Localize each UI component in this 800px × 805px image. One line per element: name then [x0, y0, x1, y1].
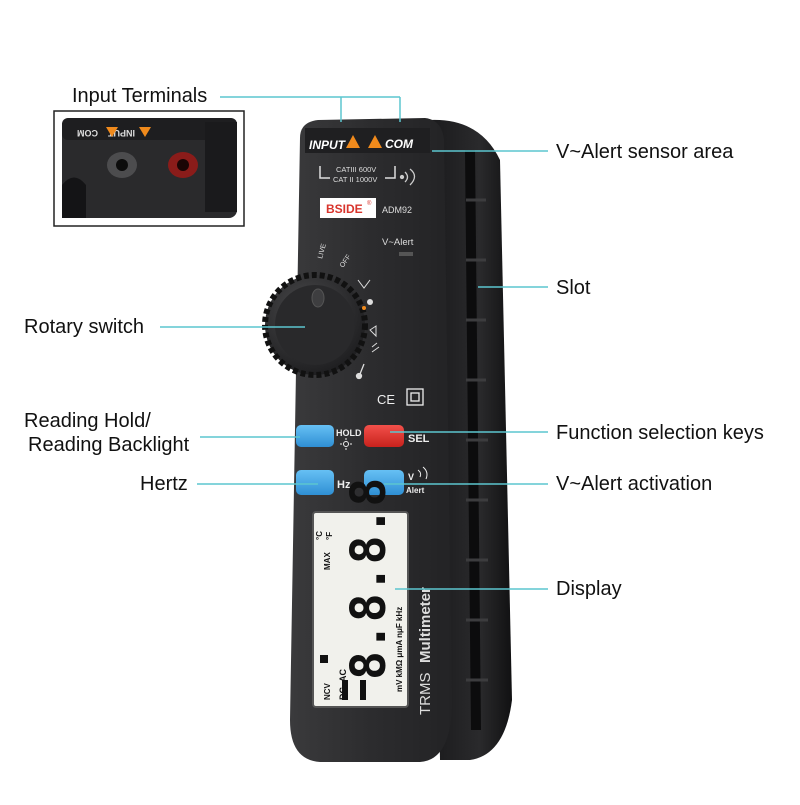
warning-icon: [346, 135, 360, 148]
lcd-units-row: mV kMΩ μmA nμF kHz: [395, 607, 404, 692]
dial-live-label: LIVE: [317, 243, 328, 260]
com-label: COM: [385, 137, 414, 151]
inset-terminals-photo: INPUT COM: [53, 110, 245, 227]
lcd-hold-icon: [320, 655, 328, 663]
label-reading-hold-line1: Reading Hold/: [24, 410, 151, 432]
label-rotary-switch: Rotary switch: [24, 316, 145, 338]
ce-mark: CE: [377, 392, 395, 407]
lcd-ncv-indicator: NCV: [323, 682, 332, 700]
label-function-selection-keys: Function selection keys: [556, 422, 764, 444]
hold-key-label: HOLD: [336, 428, 362, 438]
brand-name: BSIDE: [326, 202, 363, 216]
label-reading-hold-line2: Reading Backlight: [28, 434, 190, 456]
trms-side-text: TRMS: [417, 673, 434, 716]
ncv-wave-icon: [399, 168, 416, 186]
inset-input-text: INPUT: [107, 128, 135, 138]
valert-key-alert-label: Alert: [406, 486, 425, 495]
dial-voltage-icon: [357, 279, 371, 289]
lcd-celsius-indicator: °C: [315, 531, 324, 540]
dial-resistance-icon: [362, 299, 373, 310]
lcd-fahrenheit-indicator: °F: [325, 532, 334, 540]
valert-led: [399, 252, 413, 256]
cat-rating-line2: CAT II 1000V: [333, 175, 377, 184]
input-label: INPUT: [309, 138, 347, 152]
double-insulation-icon: [406, 388, 424, 406]
brand-registered-mark: ®: [367, 200, 372, 207]
warning-icon: [106, 127, 118, 137]
backlight-sun-icon: [340, 438, 352, 450]
valert-indicator-label: V~Alert: [382, 237, 414, 248]
lcd-bar-segment: [342, 680, 348, 700]
label-input-terminals: Input Terminals: [72, 85, 208, 107]
brand-badge: [320, 198, 376, 218]
lcd-max-indicator: MAX: [323, 552, 332, 570]
lcd-ac-indicator: AC: [338, 669, 348, 682]
label-slot: Slot: [556, 277, 591, 299]
valert-key-v-label: V: [408, 472, 414, 482]
hz-button[interactable]: [296, 470, 334, 495]
dial-ncv-icon: [371, 342, 380, 353]
cat-rating-line1: CATIII 600V: [336, 165, 376, 174]
label-display: Display: [556, 578, 622, 600]
rotary-switch-knob[interactable]: [262, 272, 368, 378]
hold-backlight-button[interactable]: [296, 425, 334, 447]
sel-button[interactable]: [364, 425, 404, 447]
multimeter-side-text: Multimeter: [417, 587, 434, 663]
label-valert-activation: V~Alert activation: [556, 473, 713, 495]
lcd-display: 8.8.8.8 MAX mV kMΩ μmA nμF kHz NCV DC AC…: [312, 478, 409, 708]
warning-icon: [368, 135, 382, 148]
sel-key-label: SEL: [408, 433, 430, 445]
multimeter-body: INPUT COM CATIII 600V CAT II 1000V BSIDE…: [262, 118, 452, 762]
warning-icon: [139, 127, 151, 137]
dial-current-icon: [369, 325, 377, 338]
thermometer-icon: [355, 363, 365, 380]
valert-button[interactable]: [364, 470, 404, 495]
label-hertz: Hertz: [140, 473, 188, 495]
valert-wave-icon: [417, 466, 428, 480]
lcd-main-digits: 8.8.8.8: [341, 478, 397, 680]
knob-pointer: [311, 288, 325, 308]
lcd-bar-segment: [360, 680, 366, 700]
model-name: ADM92: [382, 205, 412, 215]
callout-lines: [160, 96, 548, 590]
label-valert-sensor-area: V~Alert sensor area: [556, 141, 734, 163]
hz-key-label: Hz: [337, 479, 351, 491]
inset-com-text: COM: [77, 128, 98, 138]
